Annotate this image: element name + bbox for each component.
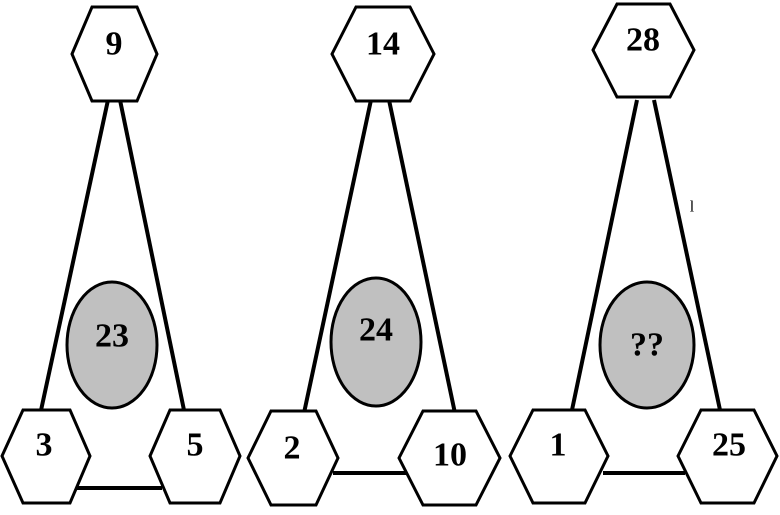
edge-left <box>38 99 110 416</box>
edge-right <box>118 99 187 416</box>
edge-right <box>652 99 722 411</box>
center-oval <box>329 276 423 408</box>
top-value: 14 <box>366 26 400 63</box>
hexagon-bottom-left <box>508 408 610 505</box>
stray-mark: l <box>690 199 695 216</box>
bottom-left-value: 2 <box>284 430 301 467</box>
bottom-right-value: 5 <box>187 427 204 464</box>
bottom-right-value: 10 <box>433 437 467 474</box>
edge-left <box>570 99 639 411</box>
hexagon-top <box>330 5 436 103</box>
bottom-left-value: 3 <box>36 427 53 464</box>
hexagon-bottom-right <box>676 408 779 505</box>
center-oval <box>598 280 696 410</box>
triangle-figure-2: 24 14 2 10 <box>246 5 502 507</box>
center-value: 24 <box>359 312 393 349</box>
triangle-figure-1: 23 9 3 5 <box>0 5 242 505</box>
bottom-right-value: 25 <box>712 427 746 464</box>
hexagon-bottom-right <box>397 409 502 507</box>
top-value: 28 <box>626 22 660 59</box>
center-oval <box>65 280 159 410</box>
top-value: 9 <box>106 26 123 63</box>
center-value: 23 <box>95 318 129 355</box>
hexagon-bottom-left <box>0 408 92 505</box>
hexagon-top <box>591 2 696 99</box>
center-value: ?? <box>630 327 664 364</box>
hexagon-bottom-left <box>246 409 340 507</box>
edge-left <box>302 99 373 414</box>
hexagon-bottom-right <box>148 408 242 505</box>
hexagon-top <box>70 5 159 103</box>
bottom-left-value: 1 <box>550 427 567 464</box>
edge-right <box>387 99 458 419</box>
triangle-figure-3: ?? 28 1 25 <box>508 2 779 505</box>
